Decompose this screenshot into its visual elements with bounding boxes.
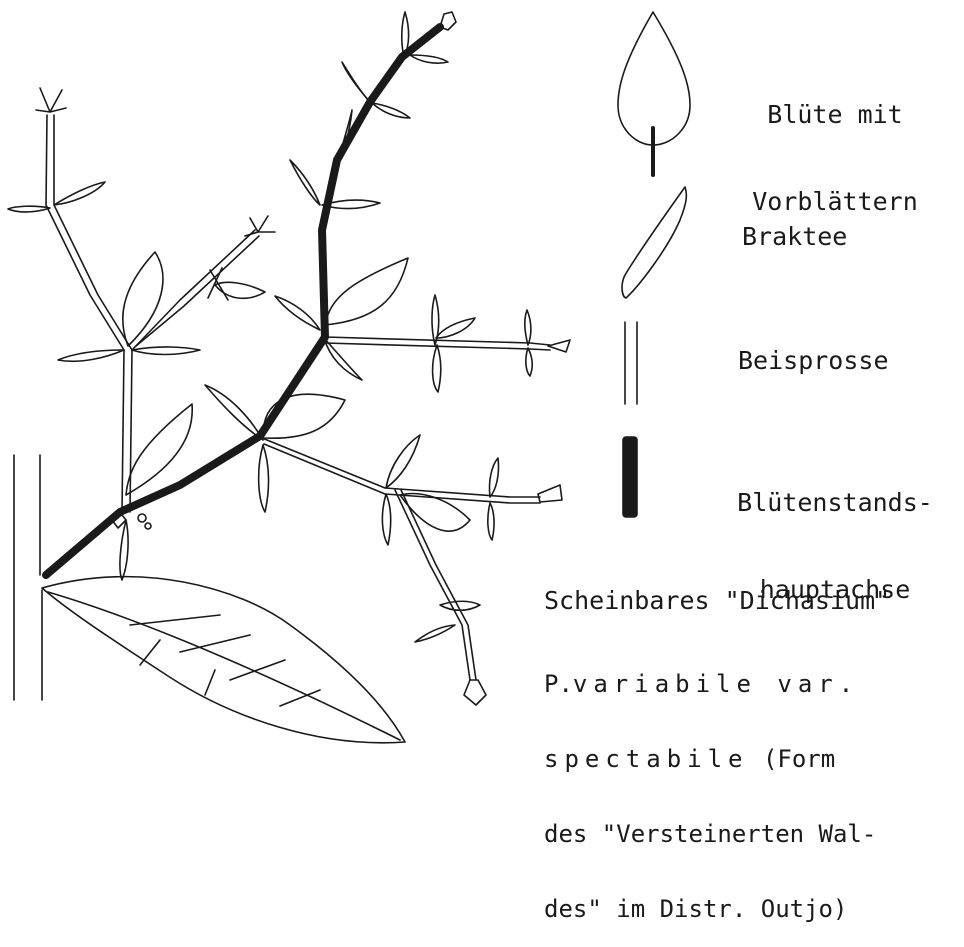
main-axis-symbol — [623, 437, 637, 517]
caption-line2: spectabile (Form — [544, 747, 876, 772]
upper-branch-leaves — [275, 12, 456, 380]
legend-bract-label: Braktee — [742, 222, 847, 251]
right-branch — [325, 295, 570, 392]
caption-line1-b: variabile var. — [573, 670, 859, 698]
bract-symbol — [622, 187, 686, 298]
legend-symbols — [618, 12, 690, 517]
caption-line2-a: spectabile — [544, 745, 749, 773]
caption-line1: P.variabile var. — [544, 672, 876, 697]
big-leaf — [42, 577, 405, 743]
stem-base — [14, 455, 42, 700]
flower-symbol — [618, 12, 690, 145]
legend-flower-line2: Vorblättern — [720, 187, 950, 216]
legend-flower-line1: Blüte mit — [720, 100, 950, 129]
caption-species: P.variabile var. spectabile (Form des "V… — [544, 622, 876, 947]
caption-title: Scheinbares "Dichasium" — [544, 586, 890, 615]
caption-line2-b: (Form — [749, 745, 836, 773]
caption-line4: des" im Distr. Outjo) — [544, 897, 876, 922]
legend-main-axis-line1: Blütenstands- — [710, 488, 960, 517]
caption-line1-a: P. — [544, 670, 573, 698]
legend-side-shoot-label: Beisprosse — [738, 346, 889, 375]
lower-right-branch — [112, 385, 562, 705]
legend-flower-label: Blüte mit Vorblättern — [720, 42, 950, 245]
caption-line3: des "Versteinerten Wal- — [544, 822, 876, 847]
